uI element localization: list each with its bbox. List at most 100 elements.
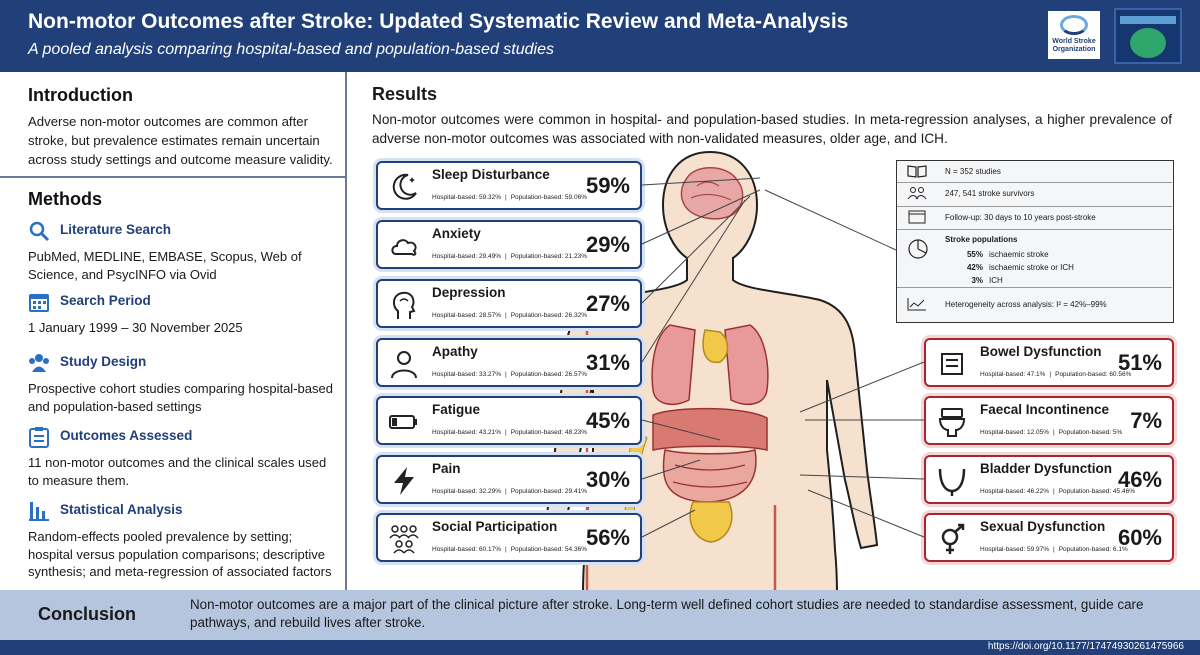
summary-row-populations: Stroke populations 55%ischaemic stroke 4… — [897, 230, 1172, 288]
bar-chart-icon — [29, 502, 49, 521]
footer-bar: https://doi.org/10.1177/1747493026147596… — [0, 640, 1200, 655]
outcome-name: Anxiety — [432, 226, 481, 241]
outcome-value: 56% — [585, 525, 630, 550]
outcome-name: Sexual Dysfunction — [980, 519, 1106, 534]
liver-icon — [652, 407, 768, 451]
outcome-value: 7% — [1130, 408, 1162, 433]
method-heading: Study Design — [60, 354, 147, 369]
outcome-value: 46% — [1117, 467, 1162, 492]
outcome-card-fatigue: Fatigue Hospital-based: 43.21%|Populatio… — [376, 396, 642, 445]
world-stroke-organization-logo: World Stroke Organization — [1048, 11, 1100, 59]
person-icon — [391, 351, 417, 379]
outcome-subvalues: Hospital-based: 12.05%|Population-based:… — [980, 429, 1123, 436]
method-heading: Statistical Analysis — [60, 502, 183, 517]
journal-brain-icon — [1130, 28, 1166, 58]
moon-icon — [392, 173, 417, 200]
method-heading: Outcomes Assessed — [60, 428, 193, 443]
outcome-value: 45% — [585, 408, 630, 433]
outcome-subvalues: Hospital-based: 46.22%|Population-based:… — [980, 488, 1135, 495]
methods-title: Methods — [28, 189, 102, 209]
summary-row-survivors: 247, 541 stroke survivors — [897, 183, 1172, 207]
page-subtitle: A pooled analysis comparing hospital-bas… — [28, 41, 554, 58]
results-title: Results — [372, 84, 438, 104]
cloud-icon — [391, 239, 417, 256]
intestine-icon — [941, 353, 963, 375]
method-heading: Literature Search — [60, 222, 172, 237]
outcome-card-anxiety: Anxiety Hospital-based: 29.49%|Populatio… — [376, 220, 642, 269]
bladder-icon — [938, 468, 966, 496]
header-banner: Non-motor Outcomes after Stroke: Updated… — [0, 0, 1200, 72]
journal-cover-image — [1114, 8, 1182, 64]
outcome-subvalues: Hospital-based: 59.32%|Population-based:… — [432, 194, 587, 201]
outcome-value: 30% — [585, 467, 630, 492]
outcome-value: 60% — [1117, 525, 1162, 550]
outcome-subvalues: Hospital-based: 28.57%|Population-based:… — [432, 312, 587, 319]
outcome-card-depression: Depression Hospital-based: 28.57%|Popula… — [376, 279, 642, 328]
outcome-subvalues: Hospital-based: 59.97%|Population-based:… — [980, 546, 1128, 553]
outcome-name: Apathy — [432, 344, 478, 359]
outcome-value: 51% — [1117, 350, 1162, 375]
outcome-name: Pain — [432, 461, 461, 476]
study-summary-box: N = 352 studies 247, 541 stroke survivor… — [896, 160, 1174, 323]
summary-survivors: 247, 541 stroke survivors — [945, 189, 1035, 198]
brain-icon — [680, 167, 744, 220]
outcome-subvalues: Hospital-based: 33.27%|Population-based:… — [432, 371, 587, 378]
outcome-subvalues: Hospital-based: 29.49%|Population-based:… — [432, 253, 587, 260]
doi-link[interactable]: https://doi.org/10.1177/1747493026147596… — [987, 641, 1184, 652]
results-text: Non-motor outcomes were common in hospit… — [372, 112, 1172, 146]
summary-studies: N = 352 studies — [945, 167, 1001, 176]
method-heading: Search Period — [60, 293, 151, 308]
method-text: PubMed, MEDLINE, EMBASE, Scopus, Web of … — [28, 249, 302, 282]
outcome-card-bowel-dysfunction: Bowel Dysfunction Hospital-based: 47.1%|… — [924, 338, 1174, 387]
methods-panel: Methods Literature Search PubMed, MEDLIN… — [0, 178, 347, 590]
outcome-subvalues: Hospital-based: 43.21%|Population-based:… — [432, 429, 587, 436]
group-icon — [389, 525, 419, 554]
introduction-title: Introduction — [28, 85, 133, 105]
outcome-name: Fatigue — [432, 402, 481, 417]
book-icon — [907, 165, 927, 178]
outcome-card-social-participation: Social Participation Hospital-based: 60.… — [376, 513, 642, 562]
method-text: Random-effects pooled prevalence by sett… — [28, 529, 332, 579]
method-text: 11 non-motor outcomes and the clinical s… — [28, 455, 327, 488]
outcome-name: Social Participation — [432, 519, 558, 534]
conclusion-title: Conclusion — [38, 604, 136, 624]
clipboard-icon — [29, 427, 49, 448]
method-text: 1 January 1999 – 30 November 2025 — [28, 320, 243, 335]
summary-row-heterogeneity: Heterogeneity across analysis: I² = 42%–… — [897, 288, 1172, 321]
outcome-value: 29% — [585, 232, 630, 257]
outcome-name: Bladder Dysfunction — [980, 461, 1113, 476]
gender-icon — [941, 523, 965, 554]
conclusion-banner: Conclusion Non-motor outcomes are a majo… — [0, 590, 1200, 640]
outcome-card-faecal-incontinence: Faecal Incontinence Hospital-based: 12.0… — [924, 396, 1174, 445]
lightning-icon — [394, 467, 414, 495]
outcome-name: Faecal Incontinence — [980, 402, 1110, 417]
people-icon — [907, 187, 927, 200]
head-icon — [392, 291, 416, 319]
summary-row-studies: N = 352 studies — [897, 161, 1172, 183]
introduction-text: Adverse non-motor outcomes are common af… — [28, 114, 333, 167]
page-title: Non-motor Outcomes after Stroke: Updated… — [28, 10, 849, 33]
battery-icon — [389, 415, 417, 429]
scatter-icon — [907, 298, 926, 311]
introduction-panel: Introduction Adverse non-motor outcomes … — [0, 72, 347, 178]
calendar-icon — [908, 210, 926, 224]
outcome-card-apathy: Apathy Hospital-based: 33.27%|Population… — [376, 338, 642, 387]
logo-swirl-icon — [1060, 15, 1088, 35]
people-icon — [29, 354, 49, 372]
outcome-value: 31% — [585, 350, 630, 375]
outcome-subvalues: Hospital-based: 47.1%|Population-based: … — [980, 371, 1132, 378]
conclusion-text: Non-motor outcomes are a major part of t… — [190, 597, 1144, 630]
outcome-card-sleep-disturbance: Sleep Disturbance Hospital-based: 59.32%… — [376, 161, 642, 210]
summary-row-followup: Follow-up: 30 days to 10 years post-stro… — [897, 207, 1172, 230]
logo-text: World Stroke Organization — [1052, 38, 1096, 53]
populations-title: Stroke populations — [945, 235, 1018, 244]
outcome-name: Bowel Dysfunction — [980, 344, 1102, 359]
outcome-subvalues: Hospital-based: 60.17%|Population-based:… — [432, 546, 587, 553]
journal-cover-stripe — [1120, 16, 1176, 24]
calendar-icon — [29, 294, 49, 312]
outcome-name: Sleep Disturbance — [432, 167, 550, 182]
summary-followup: Follow-up: 30 days to 10 years post-stro… — [945, 213, 1096, 222]
toilet-icon — [938, 408, 966, 437]
outcome-name: Depression — [432, 285, 506, 300]
outcome-subvalues: Hospital-based: 32.29%|Population-based:… — [432, 488, 587, 495]
